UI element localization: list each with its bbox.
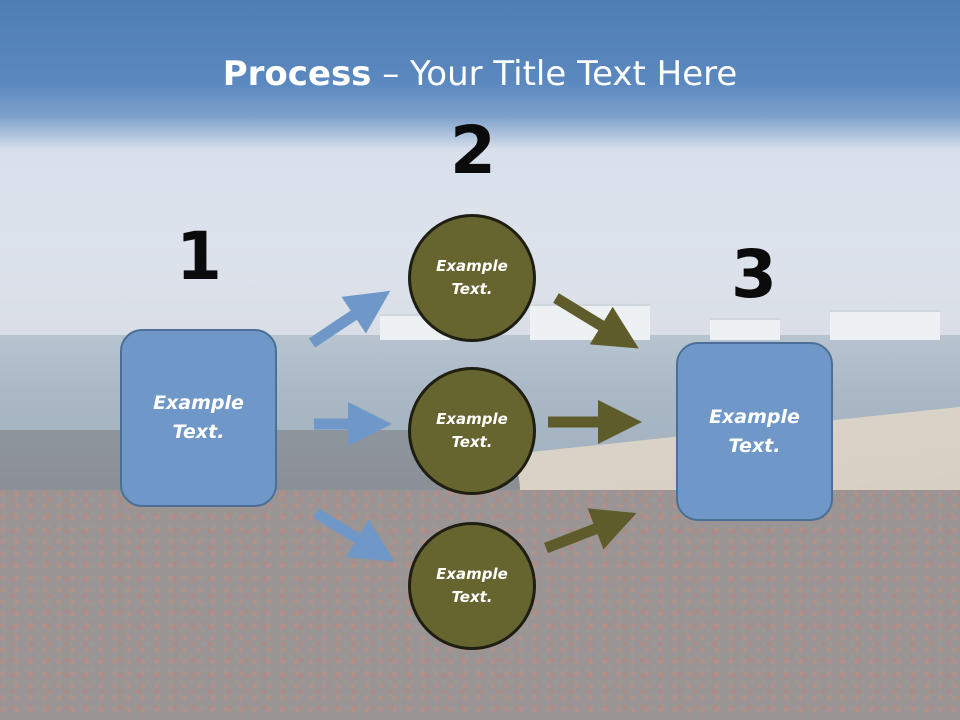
step-3-box-line1: Example <box>709 405 800 428</box>
slide-title: Process – Your Title Text Here <box>0 52 960 96</box>
arrow-from-circle-1 <box>553 293 639 349</box>
background-flowers <box>0 490 960 720</box>
title-rest: – Your Title Text Here <box>371 54 738 94</box>
step-1-box-text: Example Text. <box>153 389 244 447</box>
circle-3-line2: Text. <box>451 588 493 606</box>
step-2-circle-3[interactable]: Example Text. <box>408 522 536 650</box>
step-1-box-line1: Example <box>153 392 244 414</box>
title-band <box>0 0 960 150</box>
step-1-box[interactable]: Example Text. <box>120 329 277 507</box>
arrow-from-circle-3 <box>544 508 637 554</box>
circle-3-line1: Example <box>436 565 508 583</box>
step-3-box-line2: Text. <box>728 434 781 457</box>
step-1-box-line2: Text. <box>172 421 225 443</box>
step-number-2: 2 <box>450 112 496 189</box>
step-2-circle-1[interactable]: Example Text. <box>408 214 536 342</box>
step-3-box-text: Example Text. <box>709 403 800 461</box>
title-bold-part: Process <box>222 54 372 94</box>
circle-1-line1: Example <box>436 257 508 275</box>
step-number-3: 3 <box>731 236 777 313</box>
step-2-circle-2[interactable]: Example Text. <box>408 367 536 495</box>
circle-2-line1: Example <box>436 410 508 428</box>
arrow-to-circle-3 <box>313 508 395 562</box>
step-3-box[interactable]: Example Text. <box>676 342 833 521</box>
step-number-1: 1 <box>176 218 222 295</box>
circle-1-line2: Text. <box>451 280 493 298</box>
circle-2-line2: Text. <box>451 433 493 451</box>
arrow-to-circle-1 <box>308 290 391 348</box>
